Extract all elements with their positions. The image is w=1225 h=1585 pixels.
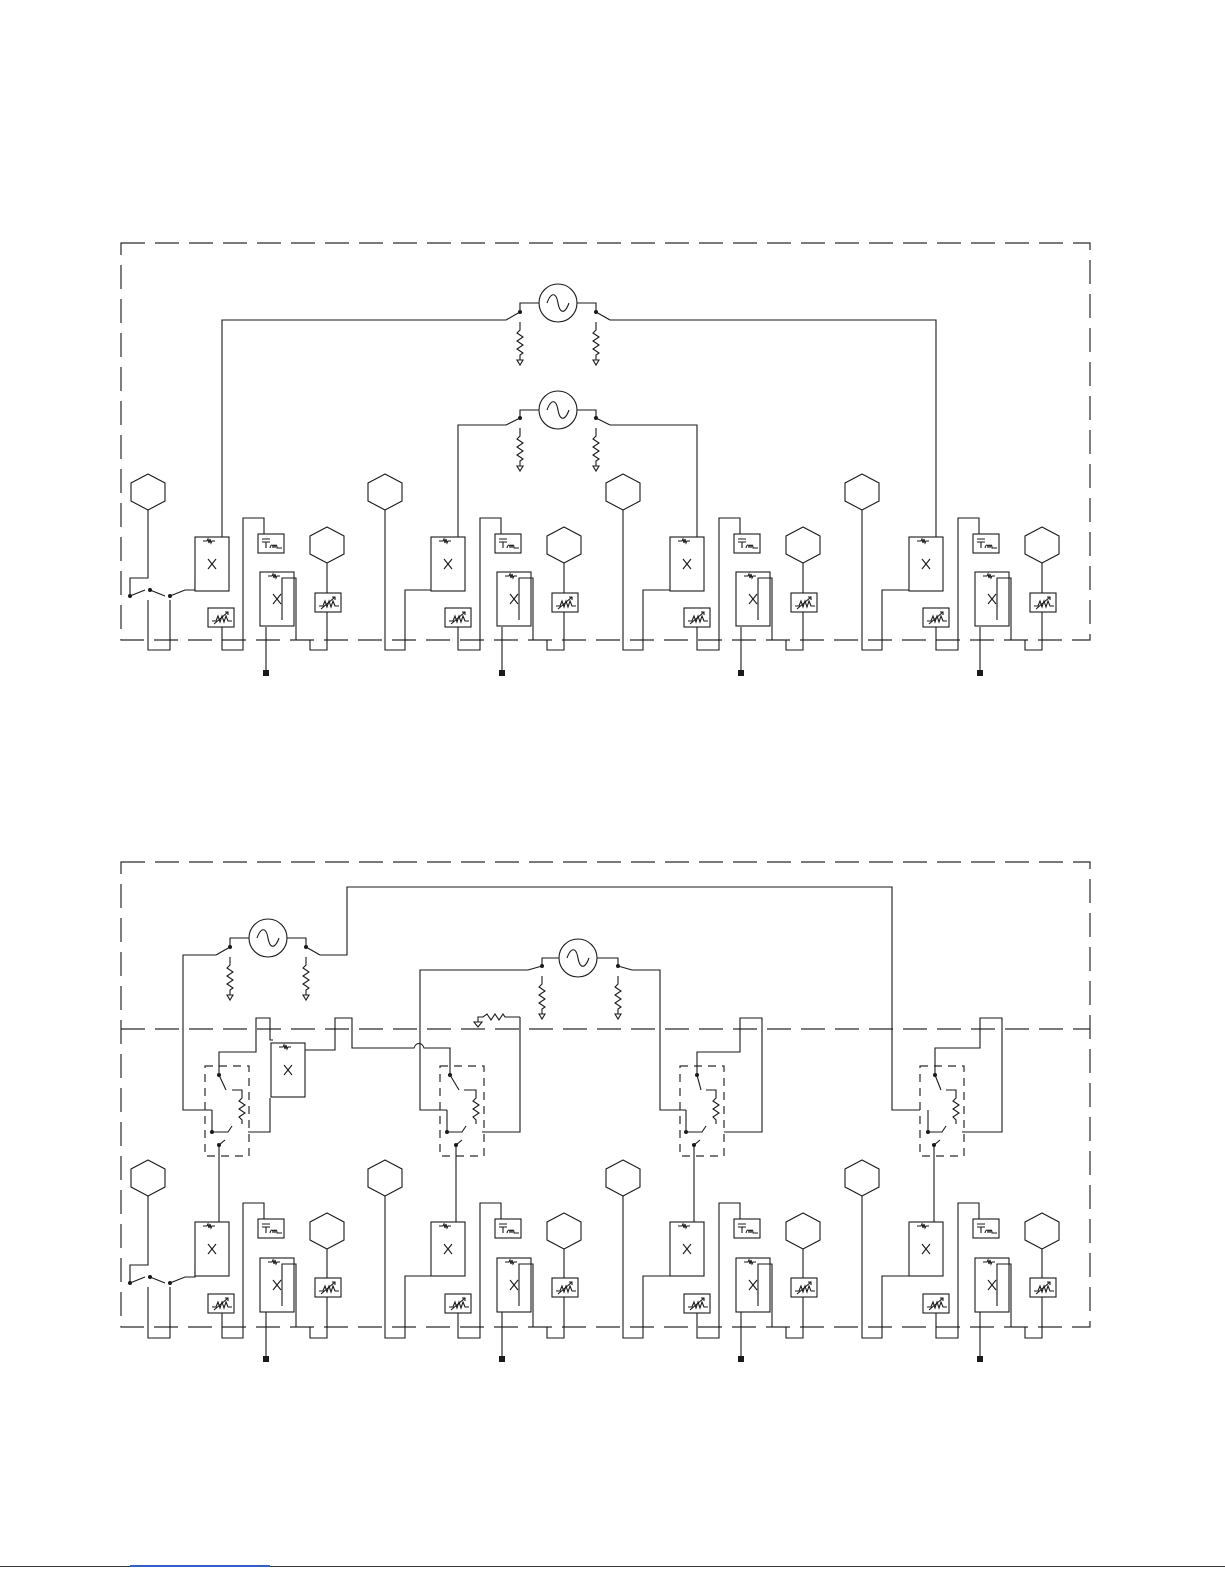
unit-2	[368, 474, 581, 676]
switch-block-1	[205, 1065, 270, 1165]
unit-1	[195, 518, 344, 676]
switch-block-2	[440, 1065, 484, 1165]
unit-5	[195, 1165, 344, 1362]
unit-6	[368, 1160, 581, 1362]
switch-block-3	[680, 1018, 762, 1165]
footer-link-underline[interactable]	[130, 1565, 270, 1567]
unit-7	[606, 1160, 820, 1362]
ac-source-center	[528, 939, 632, 1019]
input-switch-network-lower	[128, 1160, 195, 1338]
ac-source-left	[216, 919, 320, 1000]
top-panel	[121, 243, 1090, 676]
unit-8	[845, 1160, 1059, 1362]
unit-4	[845, 474, 1059, 676]
ac-source-lower	[506, 391, 610, 471]
switch-block-4	[920, 1018, 1002, 1165]
bottom-panel	[121, 862, 1090, 1362]
unit-3	[606, 474, 820, 676]
input-switch-network	[128, 474, 195, 650]
ac-source-upper	[506, 284, 610, 365]
